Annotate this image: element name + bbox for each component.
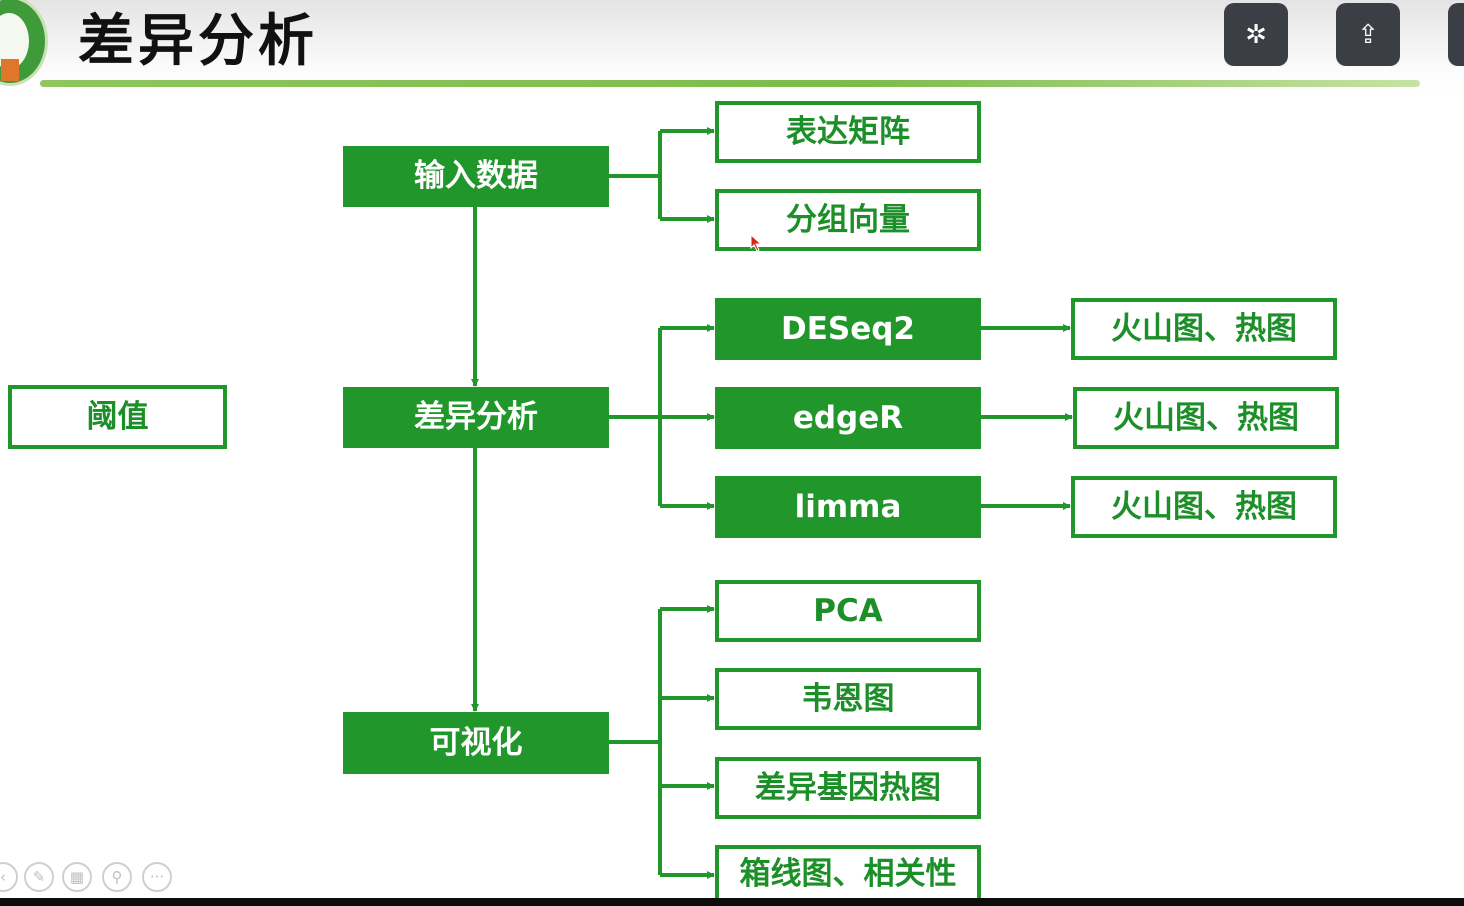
node-threshold: 阈值 — [8, 385, 227, 449]
node-volcano-heatmap-limma: 火山图、热图 — [1071, 476, 1337, 538]
node-limma: limma — [715, 476, 981, 538]
node-deg-heatmap: 差异基因热图 — [715, 757, 981, 819]
node-edger: edgeR — [715, 387, 981, 449]
slides-grid-icon: ▦ — [69, 868, 85, 886]
pen-tool-button[interactable]: ✎ — [24, 862, 54, 892]
node-group-vector: 分组向量 — [715, 189, 981, 251]
more-options-button[interactable]: ··· — [142, 862, 172, 892]
share-button[interactable]: ⇪ — [1336, 3, 1400, 66]
translate-icon: ✲ — [1245, 19, 1267, 50]
more-icon: ··· — [149, 868, 165, 886]
node-visualization: 可视化 — [343, 712, 609, 774]
node-volcano-heatmap-deseq2: 火山图、热图 — [1071, 298, 1337, 360]
more-toolbar-button[interactable] — [1448, 3, 1464, 66]
node-input-data: 输入数据 — [343, 146, 609, 207]
slide-header: 差异分析 — [0, 0, 1464, 92]
title-underline — [40, 80, 1420, 87]
prev-icon: ‹ — [0, 868, 6, 886]
zoom-icon: ⚲ — [111, 868, 123, 886]
node-venn: 韦恩图 — [715, 668, 981, 730]
node-volcano-heatmap-edger: 火山图、热图 — [1073, 387, 1339, 449]
window-bottom-edge — [0, 898, 1464, 906]
share-icon: ⇪ — [1357, 19, 1379, 50]
node-pca: PCA — [715, 580, 981, 642]
slide-title: 差异分析 — [78, 9, 318, 74]
zoom-button[interactable]: ⚲ — [102, 862, 132, 892]
mouse-cursor-icon — [750, 234, 763, 252]
logo-icon — [0, 0, 48, 86]
node-deseq2: DESeq2 — [715, 298, 981, 360]
node-expr-matrix: 表达矩阵 — [715, 101, 981, 163]
node-boxplot-correlation: 箱线图、相关性 — [715, 845, 981, 903]
node-diff-analysis: 差异分析 — [343, 387, 609, 448]
pen-icon: ✎ — [32, 868, 46, 886]
slides-grid-button[interactable]: ▦ — [62, 862, 92, 892]
translate-button[interactable]: ✲ — [1224, 3, 1288, 66]
